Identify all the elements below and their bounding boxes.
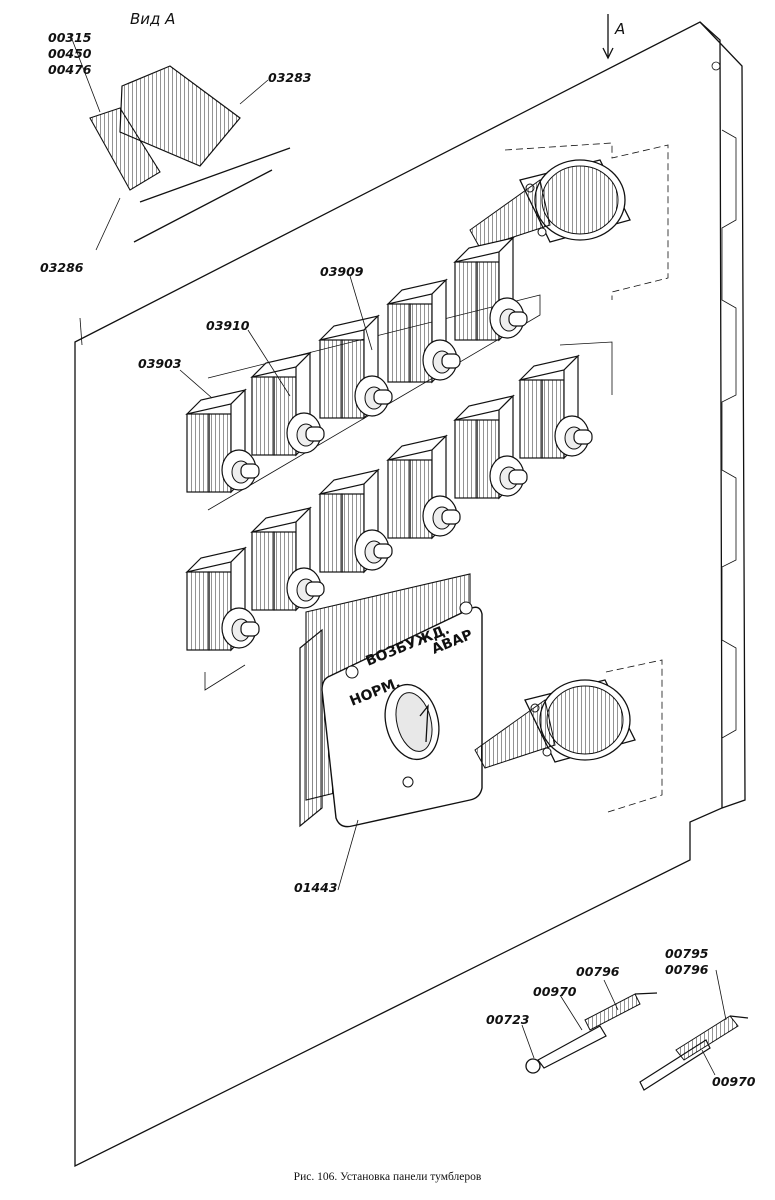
connector-bottom bbox=[474, 679, 636, 769]
wire-terminals bbox=[525, 992, 749, 1091]
svg-text:А: А bbox=[614, 20, 625, 38]
svg-text:Вид А: Вид А bbox=[130, 10, 175, 28]
label-00795: 00795 bbox=[665, 946, 709, 961]
label-03283: 03283 bbox=[268, 70, 312, 85]
label-03909: 03909 bbox=[320, 264, 364, 279]
label-00315: 00315 bbox=[48, 30, 92, 45]
label-00796-a: 00796 bbox=[576, 964, 620, 979]
label-00450: 00450 bbox=[48, 46, 92, 61]
label-01443: 01443 bbox=[294, 880, 338, 895]
part-labels: 00315 00450 00476 03283 03286 03909 0391… bbox=[40, 30, 756, 1089]
label-00796-b: 00796 bbox=[665, 962, 709, 977]
figure-caption: Рис. 106. Установка панели тумблеров bbox=[293, 1171, 482, 1183]
selector-switch: ВОЗБУЖД. НОРМ. АВАР bbox=[299, 573, 483, 828]
label-03903: 03903 bbox=[138, 356, 182, 371]
label-00970-b: 00970 bbox=[712, 1074, 756, 1089]
leader-lines bbox=[79, 275, 727, 1076]
label-03910: 03910 bbox=[206, 318, 250, 333]
label-00970-a: 00970 bbox=[533, 984, 577, 999]
label-00723: 00723 bbox=[486, 1012, 530, 1027]
label-03286: 03286 bbox=[40, 260, 84, 275]
view-a-detail: А Вид А bbox=[69, 10, 625, 251]
connector-top bbox=[469, 159, 631, 249]
label-00476: 00476 bbox=[48, 62, 92, 77]
toggle-row-upper bbox=[186, 237, 593, 651]
